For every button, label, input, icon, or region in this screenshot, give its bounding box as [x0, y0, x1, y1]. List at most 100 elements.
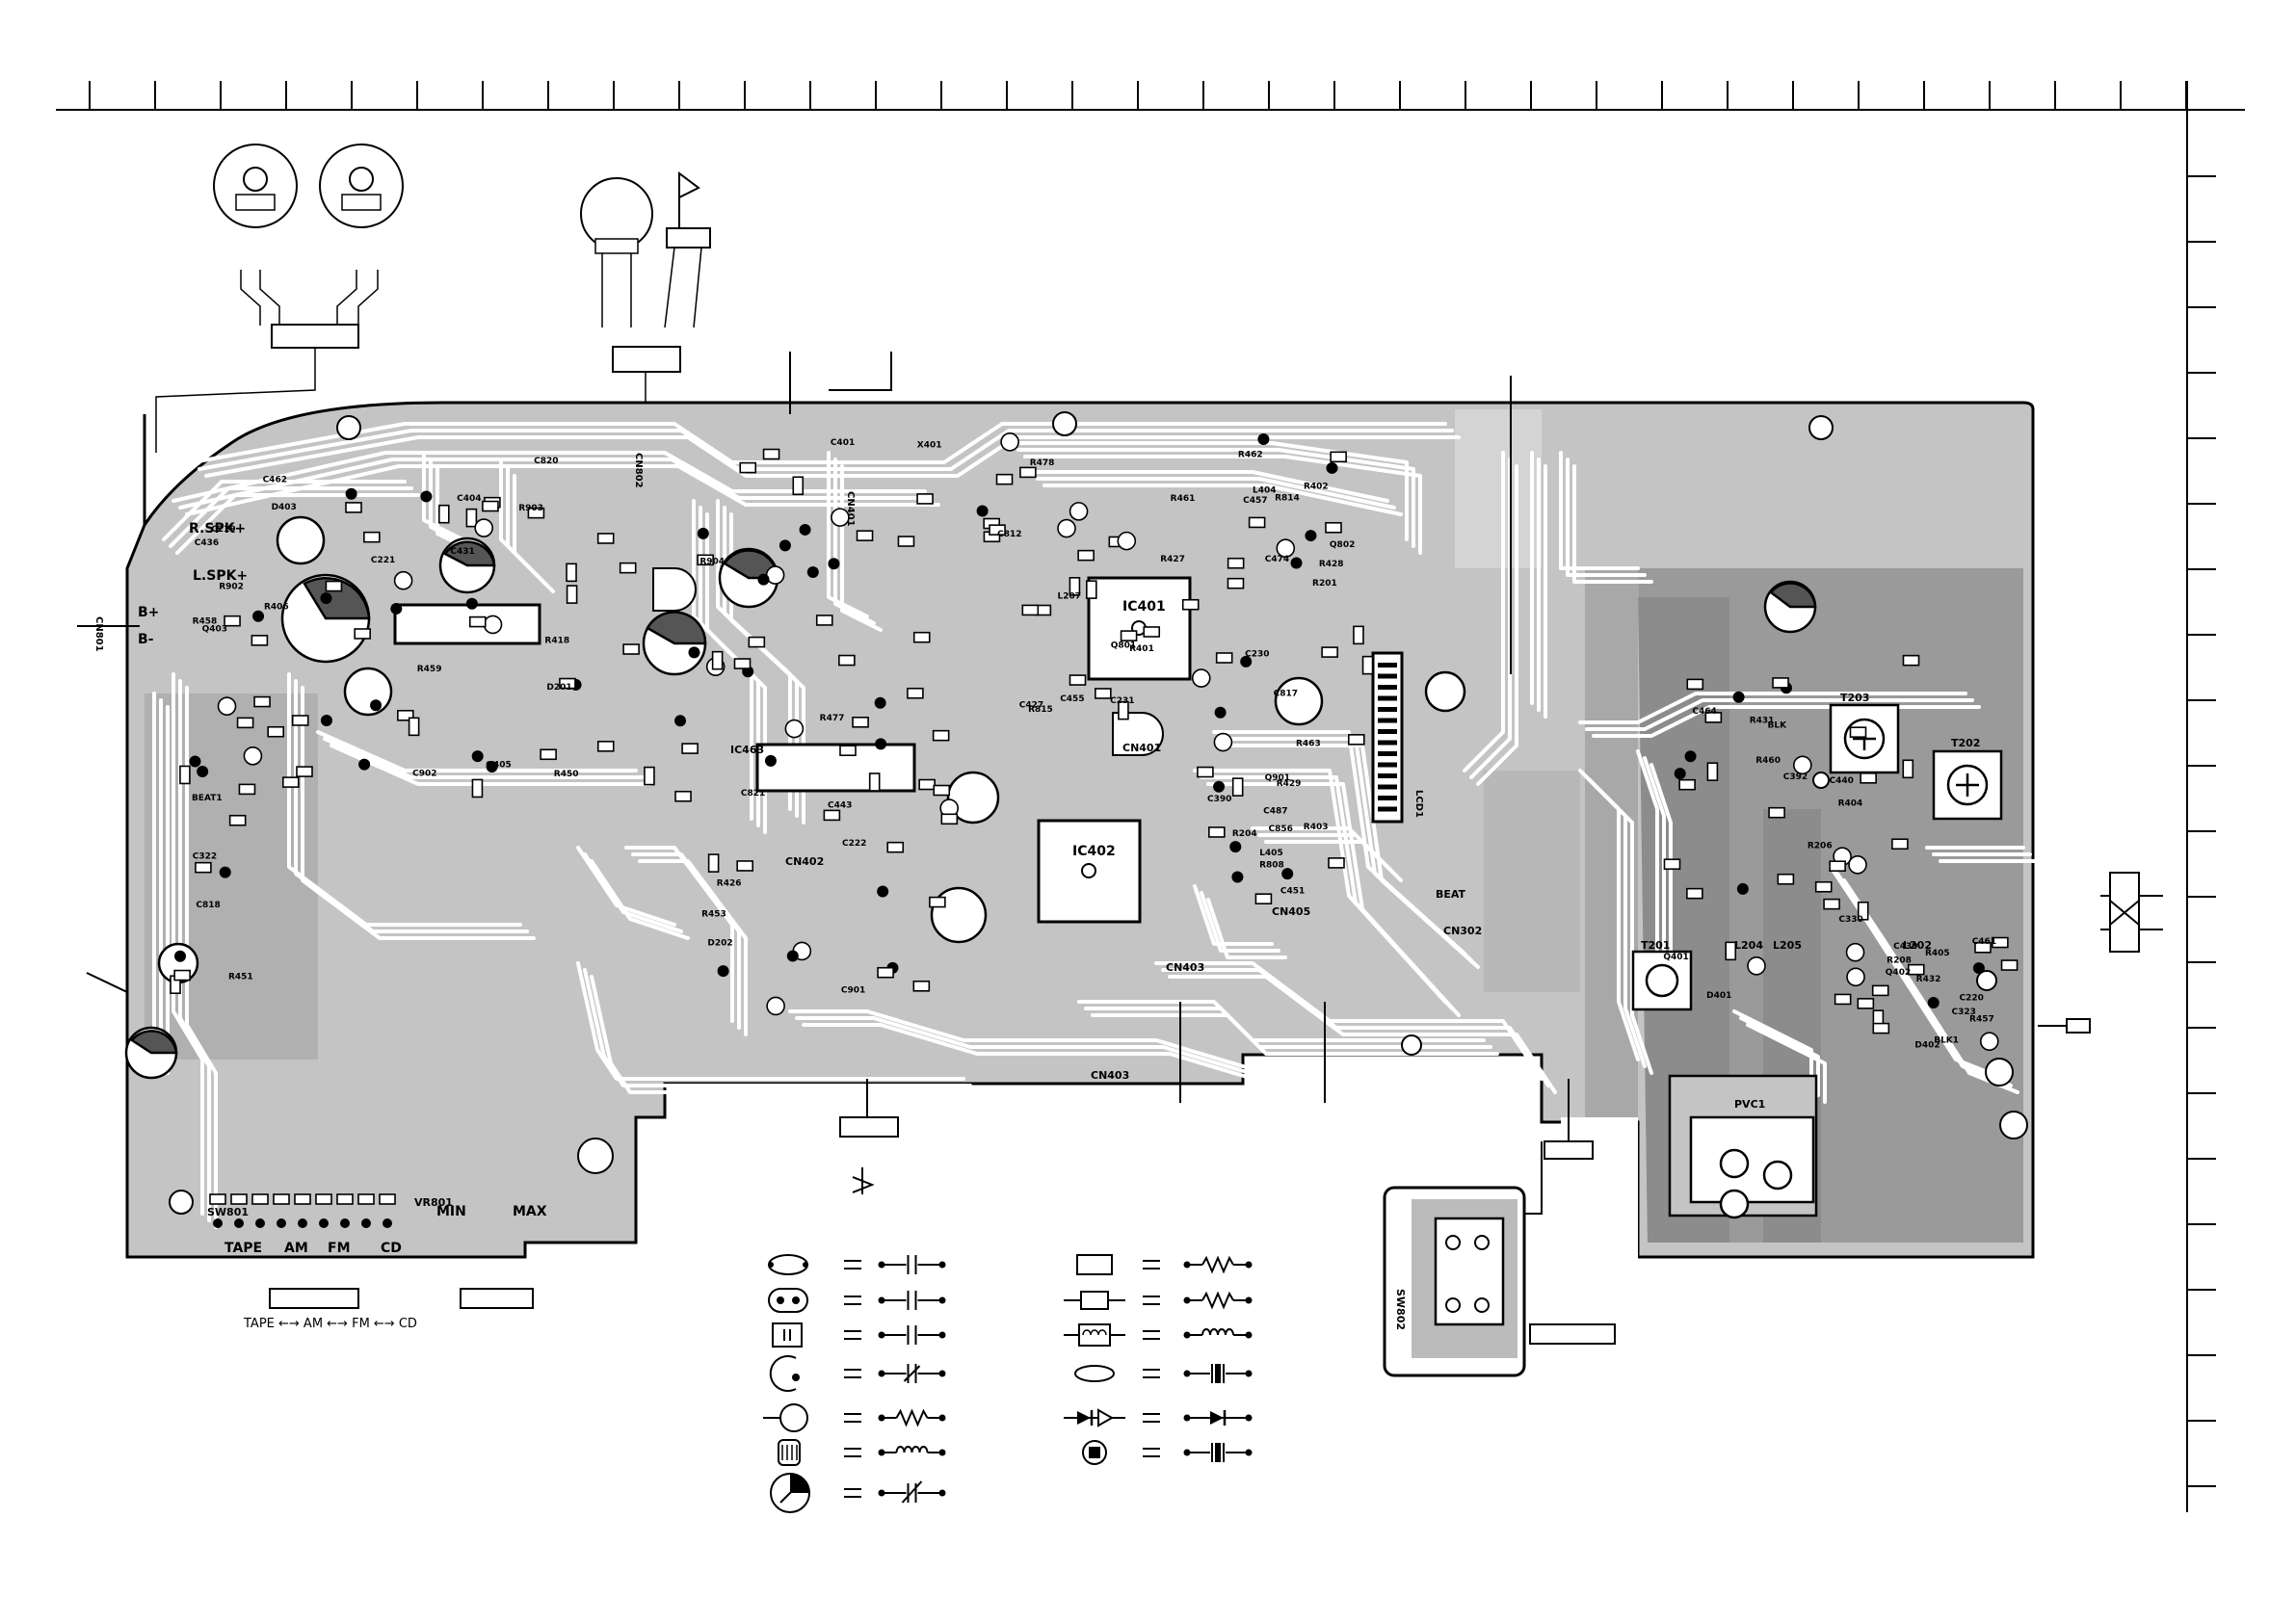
component-label: C401 [831, 438, 855, 448]
component-label: L405 [1259, 849, 1283, 858]
component-label: C451 [1280, 886, 1305, 896]
component-label: R453 [701, 909, 726, 919]
min-label: MIN [436, 1204, 466, 1219]
component-label: R478 [1030, 458, 1055, 468]
component-label: C464 [1692, 707, 1716, 717]
component-label: C457 [1243, 496, 1267, 506]
component-label: C440 [1830, 776, 1854, 786]
component-label: R404 [1838, 799, 1863, 809]
component-label: C323 [1952, 1008, 1976, 1017]
bminus-label: B- [138, 632, 154, 647]
component-label: R451 [228, 972, 253, 982]
component-label: C487 [1263, 806, 1287, 816]
component-label: R903 [518, 504, 543, 513]
component-label: C461 [1972, 937, 1996, 947]
component-label: C901 [841, 986, 865, 996]
component-label: C817 [1274, 689, 1298, 698]
ic463-label: IC463 [730, 744, 764, 756]
component-label: D403 [272, 503, 297, 512]
ic463-chip: IC463 [730, 743, 916, 793]
board-labels: R.SPK+ L.SPK+ B+ B- CN403 CN403 CN405 CN… [138, 521, 1980, 1256]
component-label: C812 [997, 530, 1021, 539]
component-label: C330 [1838, 915, 1862, 925]
band-label-am: AM [284, 1241, 308, 1256]
component-label: R206 [1808, 841, 1833, 851]
ic402-label: IC402 [1072, 844, 1116, 859]
component-label: R815 [1028, 705, 1053, 715]
component-label: R432 [1916, 975, 1941, 984]
component-label: C390 [1207, 795, 1231, 804]
component-label: D401 [1706, 991, 1731, 1001]
component-label: R902 [219, 582, 244, 591]
component-label: Q801 [1111, 641, 1136, 650]
cn401-label: CN401 [1122, 742, 1161, 754]
component-label: C427 [1019, 701, 1043, 711]
component-label: D201 [546, 683, 571, 693]
pvc1-variable-capacitor [1668, 1074, 1818, 1219]
component-label: R208 [1887, 956, 1912, 966]
connector-label: CN401 [845, 491, 856, 527]
component-label: C439 [1893, 942, 1917, 952]
component-label: D202 [707, 938, 732, 948]
component-label: C322 [193, 852, 217, 862]
component-label: Q405 [486, 761, 511, 771]
component-label: R204 [1232, 829, 1257, 839]
ic401-chip: IC401 [1087, 576, 1192, 681]
connector-label: LCD1 [1413, 790, 1424, 818]
pvc1-label: PVC1 [1734, 1098, 1765, 1111]
component-label: R418 [544, 637, 569, 646]
l205-label: L205 [1773, 939, 1802, 952]
component-label: R457 [1969, 1015, 1994, 1025]
component-label: R427 [1160, 555, 1185, 564]
cn302-label: CN302 [1443, 925, 1482, 937]
component-label: R426 [717, 879, 742, 889]
cn402-label: CN402 [785, 855, 824, 868]
component-label: C443 [828, 801, 852, 811]
component-label: R401 [1129, 644, 1154, 654]
component-label: Q802 [1330, 540, 1355, 550]
component-label: R201 [1312, 579, 1337, 589]
sw802-label: SW802 [1394, 1289, 1407, 1330]
large-capacitors [124, 515, 1817, 1080]
small-components: C818C820C821C812C817C856C440C439C436C431… [93, 432, 2019, 1228]
component-label: R429 [1277, 779, 1302, 789]
component-label: Q402 [1886, 968, 1911, 978]
band-label-tape: TAPE [224, 1241, 262, 1256]
cn403-label-b: CN403 [1166, 961, 1204, 974]
offboard-wiring [77, 352, 2163, 1215]
band-sequence-label: TAPE ←→ AM ←→ FM ←→ CD [243, 1317, 417, 1331]
band-switch-box: TAPE ←→ AM ←→ FM ←→ CD [243, 1288, 1616, 1345]
component-label: C231 [1110, 696, 1134, 706]
component-label: R428 [1319, 560, 1344, 569]
component-label: C821 [741, 789, 765, 798]
ic401-label: IC401 [1122, 599, 1166, 615]
band-label-fm: FM [328, 1241, 351, 1256]
t201-label: T201 [1641, 939, 1670, 952]
beat-label: BEAT [1436, 888, 1466, 901]
component-label: R403 [1304, 823, 1329, 832]
component-label: BLK1 [1934, 1036, 1959, 1046]
component-label: R477 [820, 714, 845, 723]
component-label: C220 [1959, 993, 1983, 1003]
bplus-label: B+ [138, 605, 159, 620]
component-label: R450 [554, 770, 579, 779]
t203-label: T203 [1840, 692, 1869, 704]
component-label: R808 [1259, 861, 1284, 871]
l202-label: L202 [1903, 939, 1932, 952]
sw801-label: SW801 [207, 1206, 249, 1218]
component-label: R814 [1275, 493, 1300, 503]
sw802-panel: SW802 [1383, 1186, 1526, 1377]
component-label: R431 [1750, 716, 1775, 725]
connector-label: CN801 [93, 616, 104, 652]
component-label: R458 [193, 617, 218, 627]
component-label: C230 [1245, 649, 1269, 659]
component-label: R405 [1925, 949, 1950, 958]
component-label: C436 [195, 538, 219, 548]
speaker-left-icon [213, 144, 298, 228]
component-label: R459 [417, 665, 442, 674]
component-label: C462 [263, 475, 287, 484]
component-label: C404 [457, 494, 481, 504]
component-label: Q901 [1265, 773, 1290, 783]
component-label: C431 [450, 547, 474, 557]
component-label: R460 [1755, 756, 1781, 766]
